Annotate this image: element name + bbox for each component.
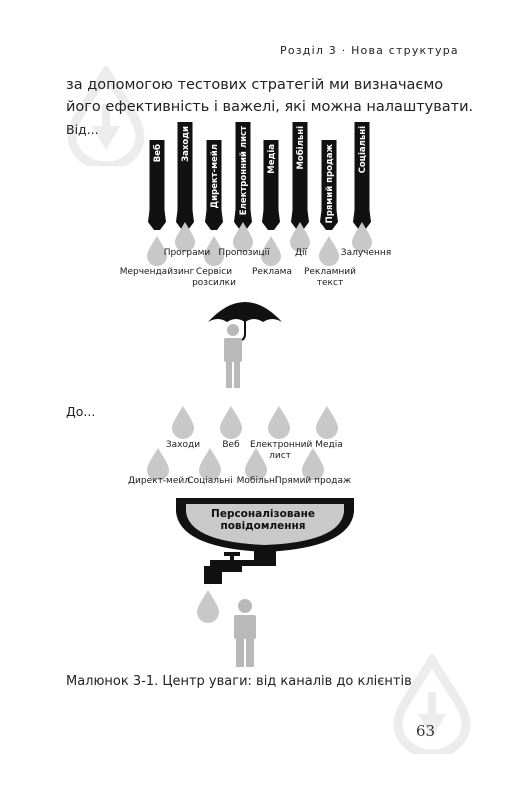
- from-section-label: Від...: [66, 122, 99, 137]
- drop-icon: [245, 448, 267, 480]
- to-label-email: Електронний лист: [250, 440, 313, 461]
- from-label-merchandising: Мерчендайзинг: [119, 267, 195, 277]
- to-label-events: Заходи: [165, 440, 201, 450]
- body-paragraph: за допомогою тестових стратегій ми визна…: [66, 77, 474, 115]
- pipe-label: Медіа: [266, 144, 277, 174]
- to-drops: [147, 406, 338, 480]
- pipe-label: Заходи: [181, 126, 191, 162]
- pipe-label: Соціальні: [357, 126, 368, 174]
- drop-icon: [199, 448, 221, 480]
- to-label-direct-mail: Директ-мейл: [128, 476, 190, 486]
- to-label-mobile: Мобільні: [236, 476, 278, 486]
- drop-icon: [233, 222, 253, 252]
- drop-icon: [220, 406, 242, 439]
- pipe-label: Електронний лист: [239, 126, 249, 215]
- to-section-label: До...: [66, 404, 96, 419]
- pipe-label: Веб: [152, 144, 163, 162]
- from-label-ad-copy: Рекламний текст: [303, 267, 357, 288]
- pipe-1: Веб: [148, 140, 166, 230]
- pipe-label: Мобільні: [295, 126, 306, 170]
- pipe-2: Заходи: [176, 122, 194, 230]
- drop-icon: [268, 406, 290, 439]
- pipe-6: Мобільні: [291, 122, 309, 230]
- to-label-direct-sales: Прямий продаж: [274, 476, 352, 486]
- drop-icon: [319, 236, 339, 266]
- drop-icon: [352, 222, 372, 252]
- from-label-actions: Дії: [294, 248, 308, 258]
- drop-icon: [316, 406, 338, 439]
- to-label-web: Веб: [222, 440, 240, 450]
- pipe-label: Прямий продаж: [325, 143, 335, 223]
- pipe-4: Електронний лист: [234, 122, 252, 230]
- from-drops: [147, 222, 372, 266]
- page-number: 63: [416, 722, 436, 740]
- drop-icon: [204, 236, 224, 266]
- drop-icon: [172, 406, 194, 439]
- from-label-offers: Пропозиції: [218, 248, 270, 258]
- drop-icon: [261, 236, 281, 266]
- running-header: Розділ 3 · Нова структура: [280, 44, 459, 57]
- watermark-logo-top: [67, 66, 145, 166]
- from-label-programs: Програми: [163, 248, 211, 258]
- drop-icon: [147, 236, 167, 266]
- final-drop-person: [197, 590, 256, 667]
- to-label-social: Соціальні: [187, 476, 233, 486]
- bowl-label: Персоналізоване повідомлення: [211, 508, 315, 532]
- to-label-media: Медіа: [315, 440, 343, 450]
- pipe-5: Медіа: [262, 140, 280, 230]
- bowl-tap-illustration: [176, 498, 354, 584]
- drop-icon: [175, 222, 195, 252]
- from-label-advertising: Реклама: [252, 267, 292, 277]
- pipe-label: Директ-мейл: [210, 144, 220, 209]
- drop-icon: [290, 222, 310, 252]
- drop-icon: [302, 448, 324, 480]
- watermark-logo-bottom: [393, 654, 471, 754]
- pipe-7: Прямий продаж: [320, 140, 338, 230]
- umbrella-person-illustration: [208, 302, 282, 388]
- person-icon: [224, 324, 242, 388]
- pipe-8: Соціальні: [353, 122, 371, 230]
- person-icon: [234, 599, 256, 667]
- drop-icon: [147, 448, 169, 480]
- from-label-mailing-services: Сервіси розсилки: [192, 267, 236, 288]
- figure-caption: Малюнок 3-1. Центр уваги: від каналів до…: [66, 674, 412, 689]
- tap-icon: [204, 560, 276, 584]
- drop-icon: [197, 590, 219, 623]
- pipe-3: Директ-мейл: [205, 140, 223, 230]
- from-label-engagement: Залучення: [340, 248, 392, 258]
